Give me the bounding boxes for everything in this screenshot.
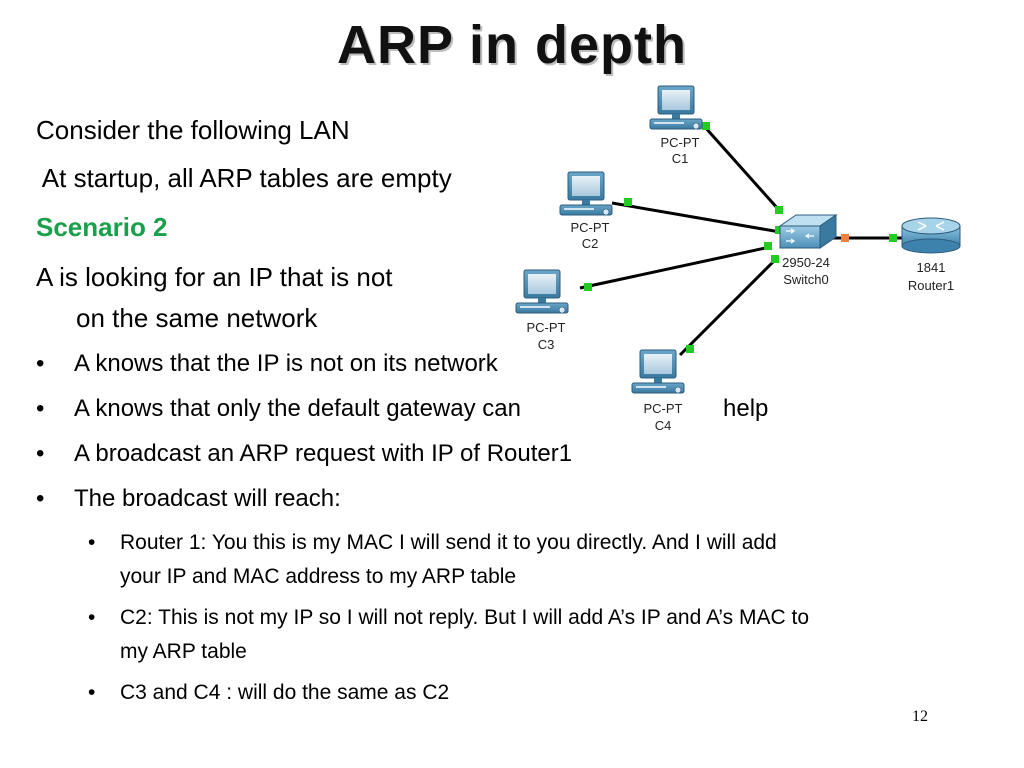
network-links (579, 125, 905, 357)
bullet-text: The broadcast will reach: (74, 485, 341, 512)
router-name-label: Router1 (908, 278, 954, 293)
sub-bullet-text: C3 and C4 : will do the same as C2 (120, 681, 450, 704)
sub-bullet-dot: • (88, 606, 96, 629)
pc-type-label: PC-PT (644, 401, 683, 416)
pc-name-label: C4 (655, 418, 672, 433)
link-c1-switch (702, 125, 781, 211)
switch-model-label: 2950-24 (782, 255, 830, 270)
sub-bullet-item: • C3 and C4 : will do the same as C2 (88, 676, 688, 712)
sub-bullet-text-cont: my ARP table (120, 640, 247, 663)
link-light-green (764, 242, 772, 250)
bullet-text: A knows that only the default gateway ca… (74, 395, 521, 422)
link-light-green (624, 198, 632, 206)
page-number: 12 (912, 708, 928, 725)
link-light-green (702, 122, 710, 130)
link-light-green (584, 283, 592, 291)
sub-bullet-text: C2: This is not my IP so I will not repl… (120, 606, 810, 629)
desktop-pc-icon (559, 171, 613, 216)
link-lights (584, 122, 897, 353)
link-light-green (775, 226, 783, 234)
intro-line-1: Consider the following LAN (36, 115, 350, 145)
pc-c2[interactable]: PC-PT C2 (559, 171, 613, 251)
pc-type-label: PC-PT (571, 220, 610, 235)
switch-name-label: Switch0 (783, 272, 829, 287)
bullet-dot: • (36, 485, 45, 512)
router-icon (901, 217, 961, 254)
bullet-text-help: help (723, 395, 769, 422)
router1[interactable]: 1841 Router1 (901, 217, 961, 293)
switch0[interactable]: 2950-24 Switch0 (778, 214, 838, 287)
pc-c3[interactable]: PC-PT C3 (515, 269, 569, 352)
desktop-pc-icon (515, 269, 569, 314)
pc-name-label: C2 (582, 236, 599, 251)
intro-line-3: A is looking for an IP that is not (36, 262, 393, 292)
slide-title: ARP in depth (336, 15, 687, 75)
bullet-item: • A knows that only the default gateway … (36, 394, 786, 424)
scenario-heading: Scenario 2 (36, 212, 168, 242)
link-light-green (775, 206, 783, 214)
link-c2-switch (611, 201, 781, 234)
sub-bullet-dot: • (88, 531, 96, 554)
sub-bullet-text: Router 1: You this is my MAC I will send… (120, 531, 777, 554)
bullet-dot: • (36, 440, 45, 467)
desktop-pc-icon (631, 349, 685, 394)
bullet-text: A broadcast an ARP request with IP of Ro… (74, 440, 573, 467)
router-model-label: 1841 (917, 260, 946, 275)
switch-icon (778, 214, 838, 249)
bullet-item: • A broadcast an ARP request with IP of … (36, 439, 686, 469)
sub-bullet-dot: • (88, 681, 96, 704)
link-c4-switch (678, 258, 777, 357)
intro-line-2: At startup, all ARP tables are empty (36, 163, 452, 193)
bullet-dot: • (36, 395, 45, 422)
bullet-dot: • (36, 350, 45, 377)
link-light-green (771, 255, 779, 263)
sub-bullet-text-cont: your IP and MAC address to my ARP table (120, 565, 517, 588)
sub-bullet-item: • Router 1: You this is my MAC I will se… (88, 526, 988, 596)
bullet-item: • The broadcast will reach: (36, 484, 436, 514)
pc-c1[interactable]: PC-PT C1 (649, 85, 703, 166)
bullet-item: • A knows that the IP is not on its netw… (36, 349, 636, 379)
link-light-orange (841, 234, 849, 242)
pc-type-label: PC-PT (661, 135, 700, 150)
bullet-text: A knows that the IP is not on its networ… (74, 350, 498, 377)
link-light-green (686, 345, 694, 353)
intro-line-3b: on the same network (76, 303, 318, 333)
pc-type-label: PC-PT (527, 320, 566, 335)
pc-name-label: C1 (672, 151, 689, 166)
pc-name-label: C3 (538, 337, 555, 352)
link-light-green (889, 234, 897, 242)
pc-c4[interactable]: PC-PT C4 (631, 349, 685, 433)
sub-bullet-item: • C2: This is not my IP so I will not re… (88, 601, 988, 671)
desktop-pc-icon (649, 85, 703, 130)
link-c3-switch (579, 245, 771, 290)
